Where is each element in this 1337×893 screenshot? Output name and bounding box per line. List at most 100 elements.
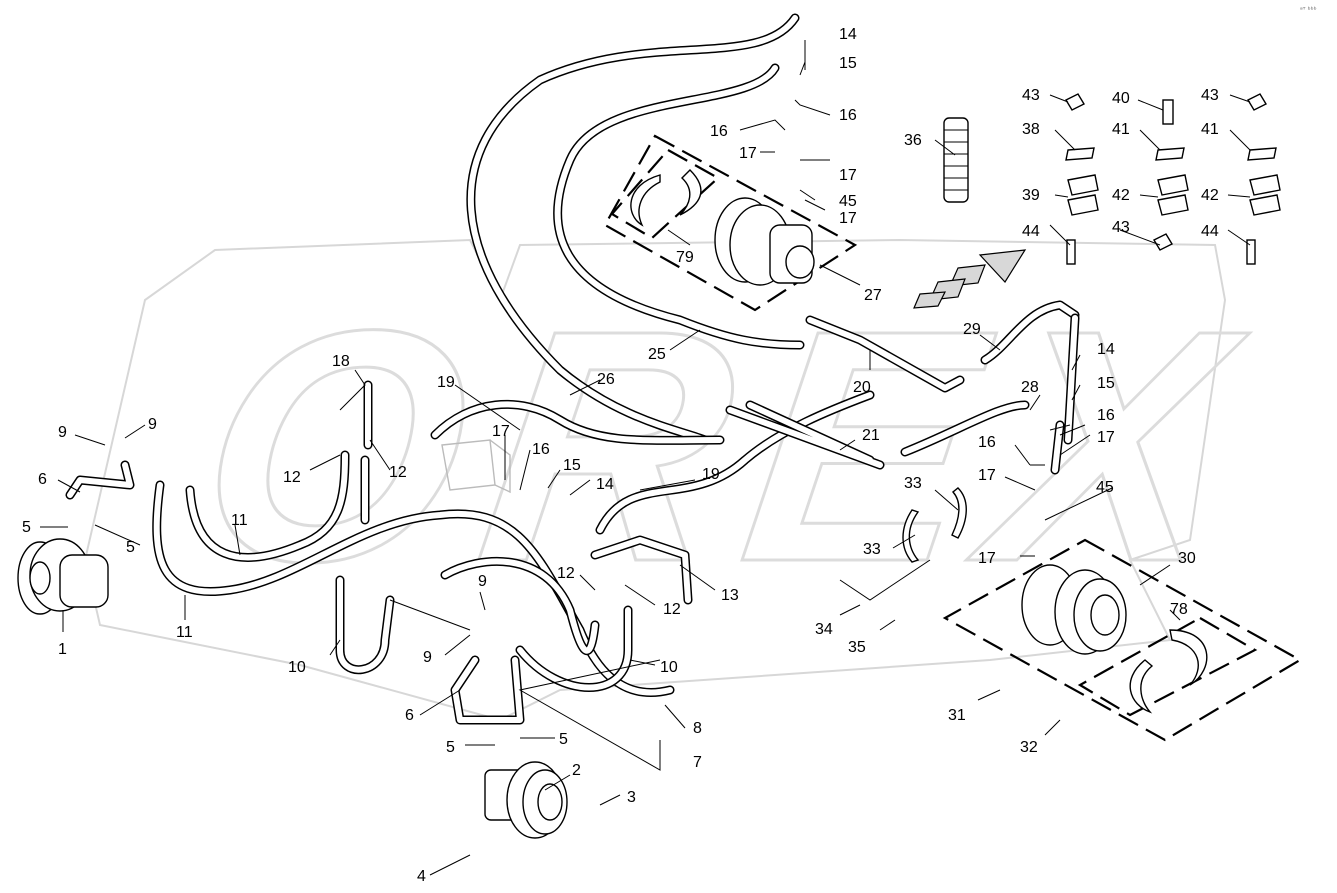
callout-79: 79 [676,249,694,266]
callout-15c: 15 [563,457,581,474]
callout-41a: 41 [1112,121,1130,138]
callout-15b: 15 [1097,375,1115,392]
callout-11a: 11 [231,512,248,529]
callout-34: 34 [815,621,833,638]
callout-16b: 16 [839,107,857,124]
brake-shoes-78 [1129,629,1208,714]
callout-3: 3 [627,789,636,806]
kit-27-outline [603,134,858,312]
callout-16d: 16 [978,434,996,451]
travel-motor-27 [714,197,815,286]
callout-17c: 17 [839,210,857,227]
callout-17d: 17 [1097,429,1115,446]
callout-21: 21 [862,427,880,444]
callout-19a: 19 [437,374,455,391]
kit-79-outline [610,148,720,240]
callout-32: 32 [1020,739,1038,756]
callout-4: 4 [417,868,426,885]
callout-labels: 1 2 3 4 5 5 5 5 6 6 7 8 9 9 9 9 10 10 11… [22,26,1219,885]
callout-18: 18 [332,353,350,370]
travel-motor-1 [17,538,109,615]
callout-8: 8 [693,720,702,737]
callout-10a: 10 [288,659,306,676]
callout-31: 31 [948,707,966,724]
callout-6a: 6 [38,471,47,488]
callout-20: 20 [853,379,871,396]
callout-14c: 14 [596,476,614,493]
spacer-36 [943,117,969,203]
callout-44a: 44 [1022,223,1040,240]
callout-43b: 43 [1201,87,1219,104]
callout-16a: 16 [710,123,728,140]
callout-12c: 12 [557,565,575,582]
callout-7: 7 [693,754,702,771]
callout-12b: 12 [389,464,407,481]
callout-5c: 5 [446,739,455,756]
callout-17f: 17 [978,550,996,567]
callout-2: 2 [572,762,581,779]
callout-17e: 17 [978,467,996,484]
callout-5a: 5 [22,519,31,536]
callout-30: 30 [1178,550,1196,567]
direction-arrow [913,249,1027,309]
callout-5d: 5 [559,731,568,748]
hose-group [152,13,1080,697]
clamp-parts-right [1065,93,1281,265]
callout-33a: 33 [904,475,922,492]
callout-17a: 17 [739,145,757,162]
callout-78: 78 [1170,601,1188,618]
travel-motor-30 [1021,564,1127,655]
callout-16e: 16 [532,441,550,458]
callout-35: 35 [848,639,866,656]
corner-mark: ᵃᵀ ᵇᵇᵇ [1300,6,1317,14]
callout-13: 13 [721,587,739,604]
callout-26: 26 [597,371,615,388]
callout-16c: 16 [1097,407,1115,424]
callout-10b: 10 [660,659,678,676]
callout-5b: 5 [126,539,135,556]
callout-9a: 9 [58,424,67,441]
callout-38: 38 [1022,121,1040,138]
callout-45a: 45 [839,193,857,210]
callout-15a: 15 [839,55,857,72]
callout-42b: 42 [1201,187,1219,204]
callout-17b: 17 [839,167,857,184]
callout-44b: 44 [1201,223,1219,240]
segment-33 [902,487,967,563]
callout-43a: 43 [1022,87,1040,104]
callout-45b: 45 [1096,479,1114,496]
callout-12a: 12 [283,469,301,486]
watermark-text: OREX [181,262,1268,630]
callout-9c: 9 [478,573,487,590]
callout-9d: 9 [423,649,432,666]
callout-43c: 43 [1112,219,1130,236]
kit-78-outline [1077,616,1258,717]
valve-block [441,439,511,494]
callout-41b: 41 [1201,121,1219,138]
callout-29: 29 [963,321,981,338]
callout-6b: 6 [405,707,414,724]
brake-shoes-79 [630,169,702,227]
callout-9b: 9 [148,416,157,433]
callout-33b: 33 [863,541,881,558]
callout-1: 1 [58,641,67,658]
leader-lines [40,40,1251,876]
travel-motor-2 [484,761,568,839]
callout-14b: 14 [1097,341,1115,358]
callout-42a: 42 [1112,187,1130,204]
callout-40: 40 [1112,90,1130,107]
callout-27: 27 [864,287,882,304]
callout-12d: 12 [663,601,681,618]
callout-36: 36 [904,132,922,149]
callout-28: 28 [1021,379,1039,396]
callout-39: 39 [1022,187,1040,204]
callout-14a: 14 [839,26,857,43]
callout-17g: 17 [492,423,510,440]
callout-11b: 11 [176,624,193,641]
kit-30-outline [942,538,1303,742]
callout-19b: 19 [702,466,720,483]
callout-25: 25 [648,346,666,363]
pipe-group [65,313,1080,725]
